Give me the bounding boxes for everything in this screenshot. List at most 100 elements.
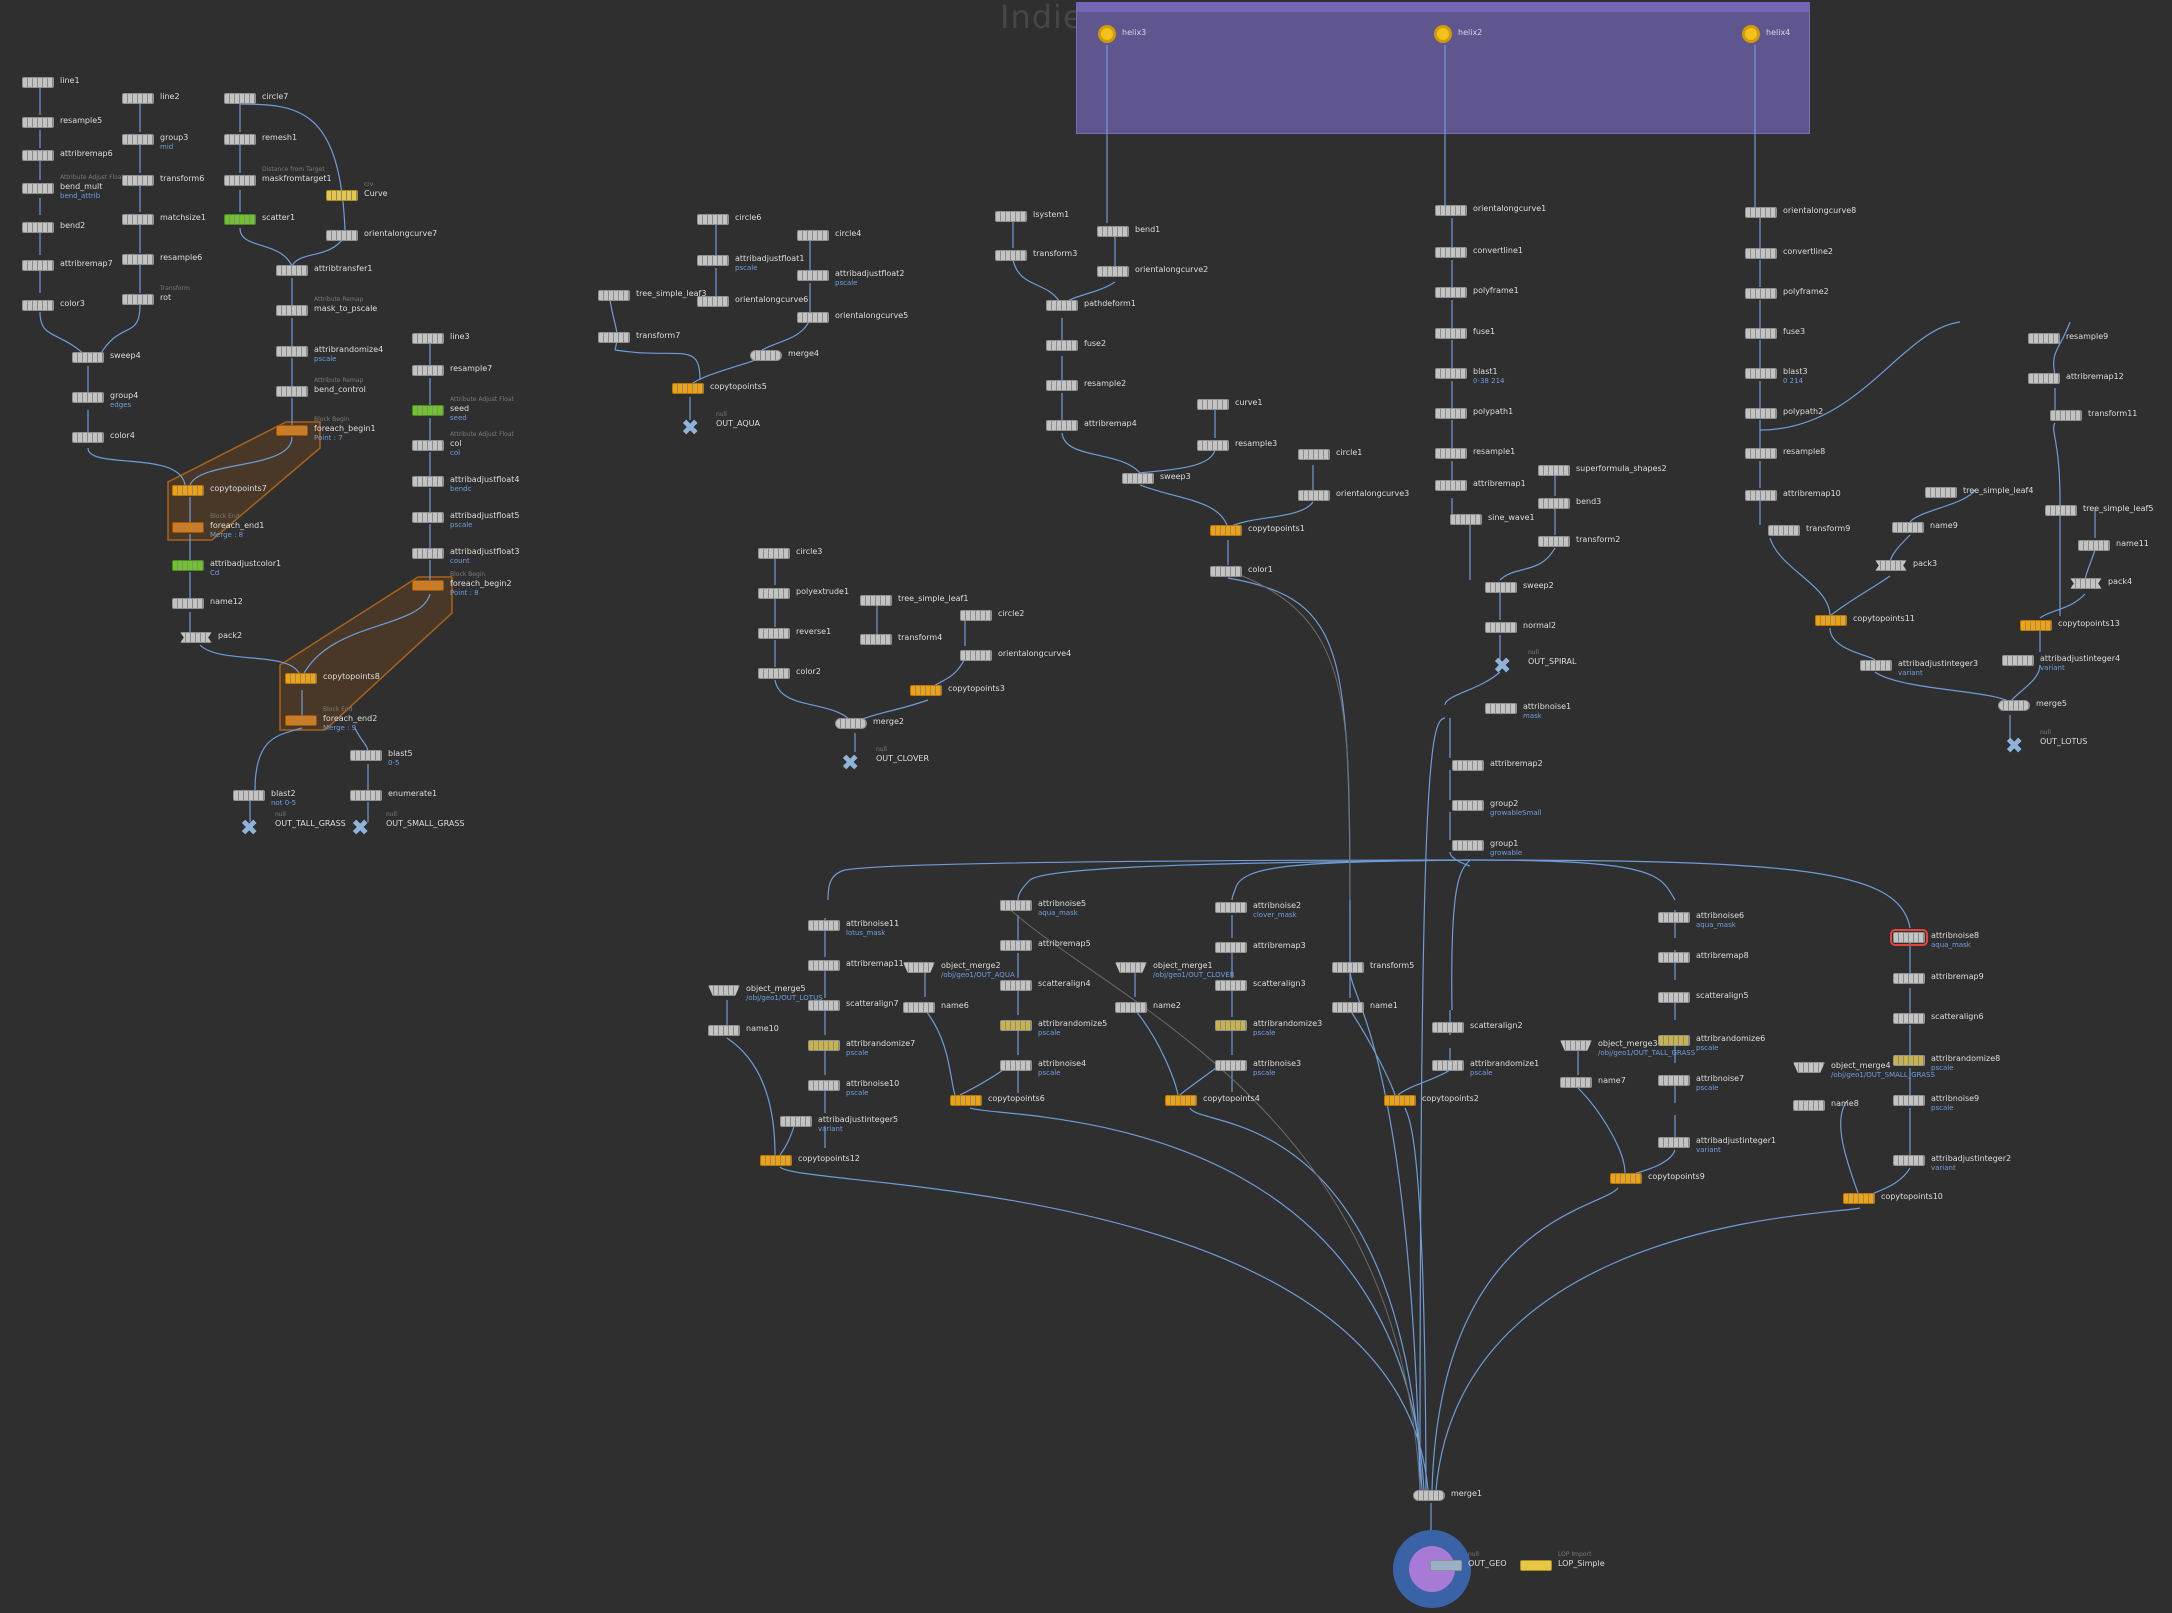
- node-label: col: [450, 439, 462, 448]
- node-parameter: 0-5: [388, 759, 400, 767]
- node-label: attribrandomize4: [314, 345, 384, 354]
- node-tile-icon: [697, 255, 729, 266]
- node-parameter: seed: [450, 414, 467, 422]
- node-parameter: growable: [1490, 849, 1523, 857]
- node-label: attribremap1: [1473, 479, 1526, 488]
- node-tile-icon: [697, 296, 729, 307]
- node-tile-icon: [1485, 622, 1517, 633]
- node-tile-icon: [1298, 449, 1330, 460]
- node-label: resample6: [160, 253, 203, 262]
- node-tile-icon: [1560, 1077, 1592, 1088]
- node-label: tree_simple_leaf5: [2083, 504, 2154, 513]
- node-label: attribtransfer1: [314, 264, 373, 273]
- node-label: circle4: [835, 229, 862, 238]
- node-tile-icon: [72, 352, 104, 363]
- node-tile-icon: [326, 190, 358, 201]
- node-tile-icon: [995, 250, 1027, 261]
- node-label: line1: [60, 76, 80, 85]
- node-tile-icon: [22, 300, 54, 311]
- node-label: transform2: [1576, 535, 1621, 544]
- node-parameter: pscale: [450, 521, 473, 529]
- node-label: maskfromtarget1: [262, 174, 332, 183]
- node-tile-icon: [1215, 980, 1247, 991]
- node-label: object_merge5: [746, 984, 806, 993]
- node-tile-icon: [1538, 465, 1570, 476]
- node-label: scatteralign4: [1038, 979, 1091, 988]
- node-parameter: pscale: [735, 264, 758, 272]
- node-parameter: pscale: [1696, 1084, 1719, 1092]
- node-label: circle6: [735, 213, 762, 222]
- node-label: resample8: [1783, 447, 1826, 456]
- node-tile-icon: [1560, 1040, 1592, 1051]
- node-tile-icon: [122, 254, 154, 265]
- node-label: fuse3: [1783, 327, 1806, 336]
- node-label: pathdeform1: [1084, 299, 1136, 308]
- node-tile-icon: [224, 93, 256, 104]
- node-label: convertline2: [1783, 247, 1833, 256]
- node-label: attribnoise6: [1696, 911, 1745, 920]
- node-comment: Block End: [210, 513, 240, 520]
- node-label: blast5: [388, 749, 413, 758]
- node-tile-icon: [1046, 300, 1078, 311]
- node-label: attribremap8: [1696, 951, 1749, 960]
- node-tile-icon: [2020, 620, 2052, 631]
- null-node-icon: ✖: [841, 751, 860, 776]
- node-label: tree_simple_leaf4: [1963, 486, 2034, 495]
- node-comment: Attribute Remap: [314, 377, 364, 384]
- node-label: circle1: [1336, 448, 1363, 457]
- node-parameter: variant: [818, 1125, 843, 1133]
- node-tile-icon: [1893, 1095, 1925, 1106]
- node-tile-icon: [1793, 1062, 1825, 1073]
- node-tile-icon: [1998, 700, 2030, 711]
- node-parameter: pscale: [846, 1089, 869, 1097]
- node-parameter: 0-38 214: [1473, 377, 1505, 385]
- node-label: attribremap5: [1038, 939, 1091, 948]
- node-label: object_merge4: [1831, 1061, 1891, 1070]
- node-tile-icon: [1332, 1002, 1364, 1013]
- node-label: copytopoints11: [1853, 614, 1915, 623]
- node-comment: Attribute Adjust Float: [450, 431, 514, 438]
- node-parameter: /obj/geo1/OUT_LOTUS: [746, 994, 823, 1002]
- node-tile-icon: [1332, 962, 1364, 973]
- node-label: sweep2: [1523, 581, 1554, 590]
- node-comment: Attribute Adjust Float: [450, 396, 514, 403]
- node-label: scatter1: [262, 213, 296, 222]
- node-label: copytopoints13: [2058, 619, 2120, 628]
- node-parameter: clover_mask: [1253, 911, 1297, 919]
- node-tile-icon: [1658, 1035, 1690, 1046]
- node-tile-icon: [1210, 525, 1242, 536]
- node-tile-icon: [758, 548, 790, 559]
- node-label: orientalongcurve6: [735, 295, 809, 304]
- node-comment: null: [275, 811, 286, 818]
- node-label: helix4: [1766, 28, 1791, 37]
- node-parameter: Point : 8: [450, 589, 479, 597]
- node-label: sweep4: [110, 351, 141, 360]
- node-label: bend2: [60, 221, 86, 230]
- output-node-icon: [1430, 1560, 1462, 1571]
- node-tile-icon: [412, 476, 444, 487]
- node-tile-icon: [1860, 660, 1892, 671]
- node-tile-icon: [1115, 962, 1147, 973]
- helix-icon: [1098, 25, 1116, 43]
- node-tile-icon: [960, 610, 992, 621]
- node-tile-icon: [172, 485, 204, 496]
- node-tile-icon: [224, 214, 256, 225]
- node-label: orientalongcurve4: [998, 649, 1072, 658]
- node-label: copytopoints9: [1648, 1172, 1705, 1181]
- node-label: transform3: [1033, 249, 1078, 258]
- node-label: polyextrude1: [796, 587, 850, 596]
- node-tile-icon: [797, 270, 829, 281]
- node-label: attribrandomize5: [1038, 1019, 1108, 1028]
- node-tile-icon: [276, 425, 308, 436]
- node-parameter: lotus_mask: [846, 929, 886, 937]
- node-tile-icon: [224, 134, 256, 145]
- node-tile-icon: [860, 634, 892, 645]
- network-box[interactable]: [1076, 2, 1810, 134]
- node-label: group4: [110, 391, 139, 400]
- node-tile-icon: [2002, 655, 2034, 666]
- node-tile-icon: [835, 718, 867, 729]
- node-tile-icon: [22, 150, 54, 161]
- node-label: LOP_Simple: [1558, 1559, 1605, 1568]
- node-tile-icon: [122, 134, 154, 145]
